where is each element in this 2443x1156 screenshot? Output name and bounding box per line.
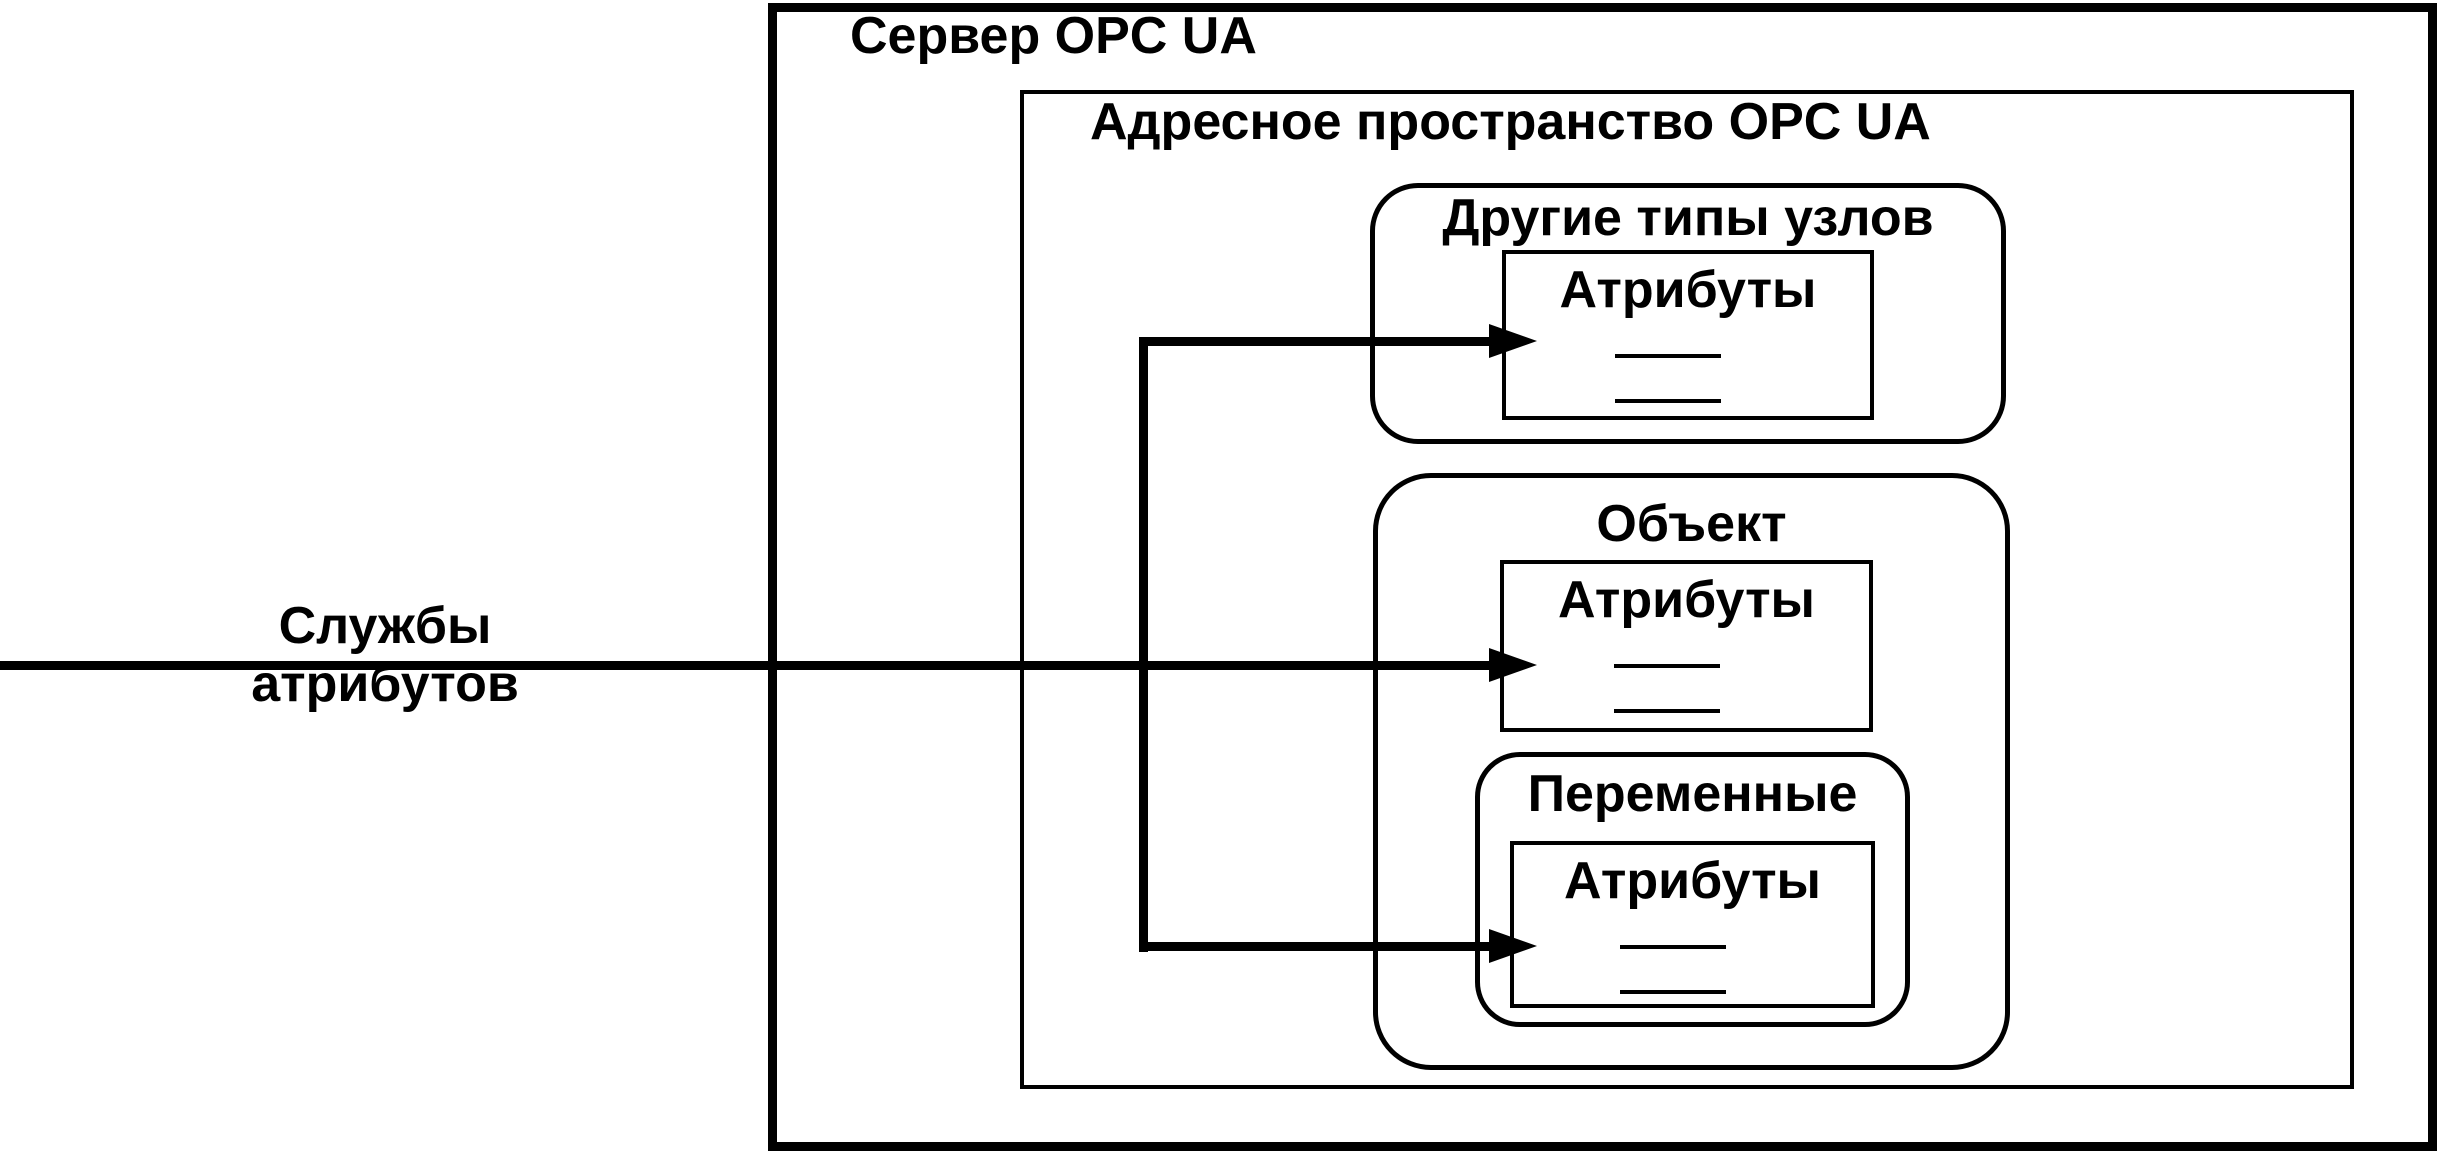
attribute-stub-line-2 [1615, 399, 1721, 403]
connector-branch-variables [1139, 942, 1489, 951]
attribute-stub-line-2 [1613, 709, 1720, 713]
attributes-title-object: Атрибуты [1558, 571, 1815, 629]
object-group: Объект [1373, 473, 2010, 1070]
address-space-box [1020, 90, 2354, 1089]
opc-ua-server-box [768, 3, 2437, 1151]
arrowhead-other-node-types-icon [1489, 324, 1537, 358]
attribute-stub-line-2 [1619, 990, 1726, 994]
address-space-title: Адресное пространство OPC UA [1090, 93, 1931, 151]
attribute-services-label-line1: Службы [278, 597, 492, 655]
attributes-title-variables: Атрибуты [1564, 852, 1821, 910]
attribute-services-line [0, 661, 1489, 670]
attribute-stub-line-1 [1619, 945, 1726, 949]
attributes-box-variables: Атрибуты [1510, 841, 1875, 1008]
attribute-services-label-line2: атрибутов [251, 655, 519, 713]
attribute-stub-line-1 [1615, 354, 1721, 358]
other-node-types-title: Другие типы узлов [1442, 189, 1934, 247]
attribute-services-label: Службы атрибутов [225, 597, 545, 713]
connector-trunk-line [1139, 337, 1148, 952]
attributes-box-object: Атрибуты [1500, 560, 1873, 732]
connector-branch-other-node-types [1139, 337, 1489, 346]
variables-group: Переменные [1475, 752, 1910, 1027]
variables-title: Переменные [1527, 765, 1858, 823]
object-title: Объект [1596, 495, 1787, 553]
opc-ua-server-title: Сервер OPC UA [850, 7, 1257, 65]
other-node-types-group: Другие типы узлов [1370, 183, 2006, 444]
attributes-box-other-node-types: Атрибуты [1502, 250, 1874, 420]
arrowhead-object-icon [1489, 648, 1537, 682]
attributes-title-other-node-types: Атрибуты [1559, 261, 1817, 319]
attribute-stub-line-1 [1613, 664, 1720, 668]
